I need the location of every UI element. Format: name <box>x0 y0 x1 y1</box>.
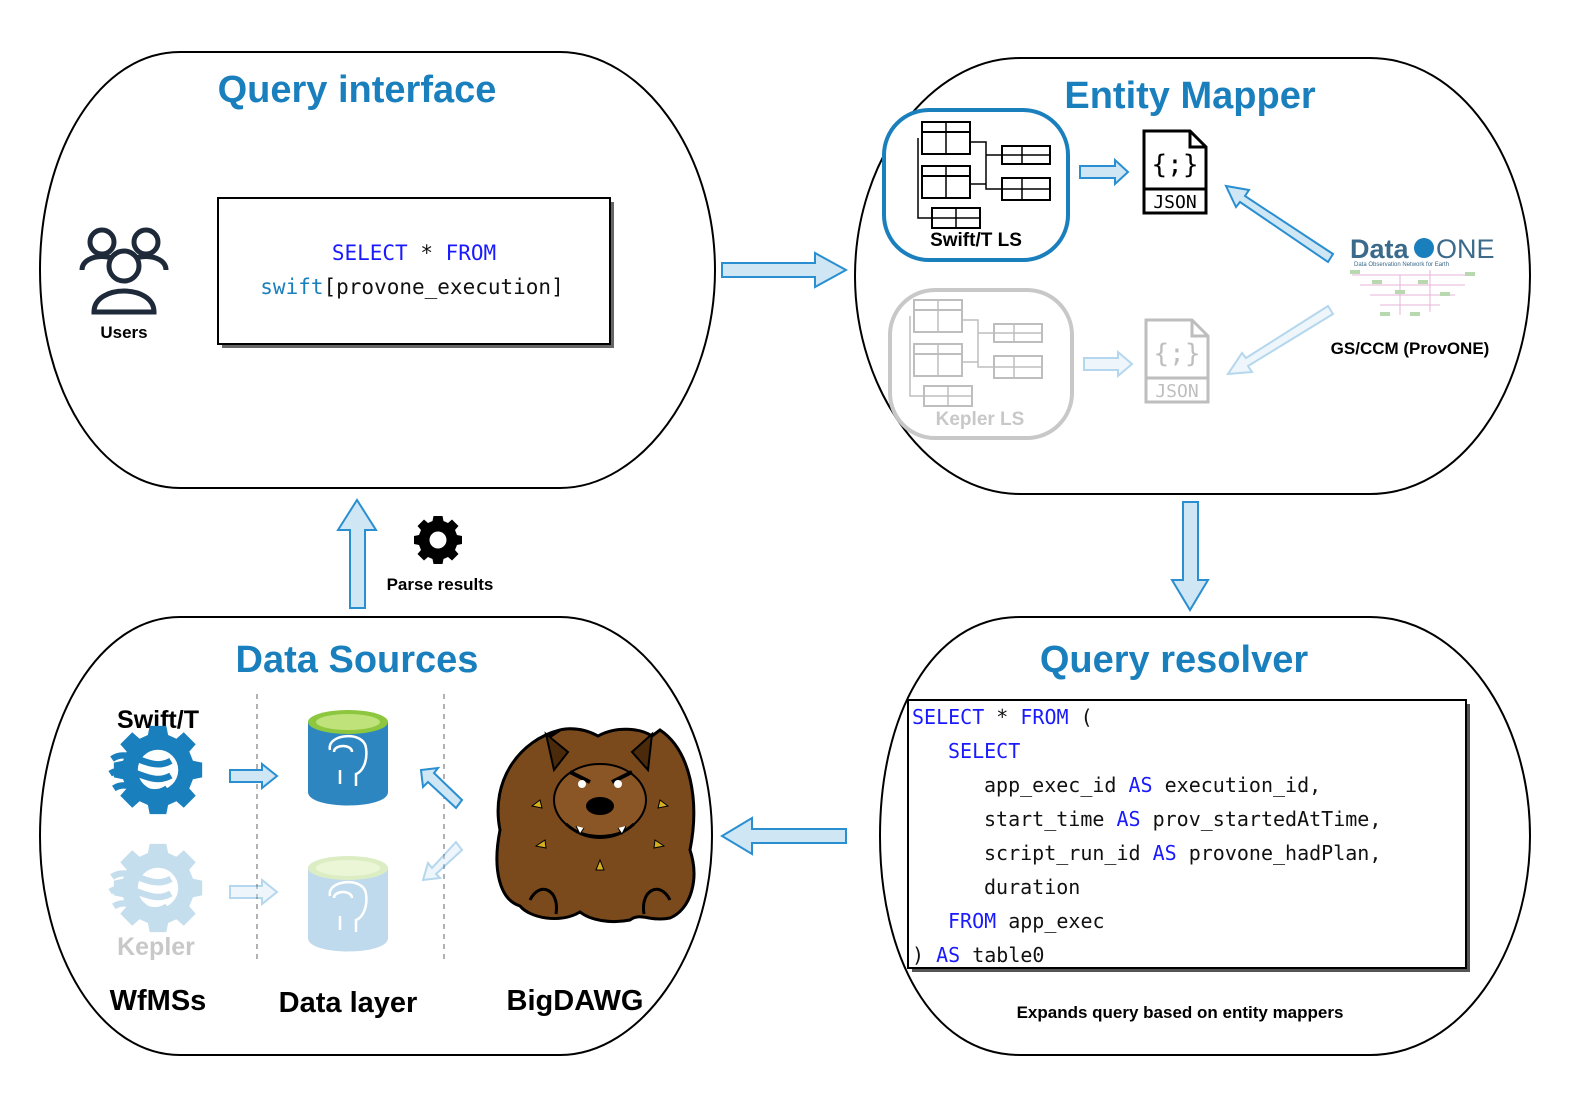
sql-keyword: AS <box>1153 841 1177 865</box>
query-interface-title: Query interface <box>218 69 497 111</box>
query-line-1: SELECT * FROM <box>332 241 496 265</box>
sql-operator: * <box>984 705 1020 729</box>
sql-keyword: SELECT <box>948 739 1020 763</box>
sql-column: script_run_id <box>984 841 1153 865</box>
sql-column: duration <box>984 875 1080 899</box>
resolver-sql: SELECT * FROM ( SELECT app_exec_id AS ex… <box>912 705 1381 967</box>
sql-alias: execution_id, <box>1153 773 1322 797</box>
sql-keyword: AS <box>1116 807 1140 831</box>
sql-keyword: AS <box>1129 773 1153 797</box>
arrow-kepler-to-json <box>1083 349 1134 379</box>
dataone-brand-a: Data <box>1350 234 1410 264</box>
sql-column: start_time <box>984 807 1116 831</box>
users-label: Users <box>100 323 147 342</box>
arrow-swift-to-datalayer <box>229 761 279 791</box>
arrow-to-query-resolver <box>1170 501 1210 612</box>
json-glyph: {;} <box>1152 150 1199 180</box>
sql-paren: ) <box>912 943 936 967</box>
arrow-bigdawg-to-postgres <box>419 766 464 810</box>
resolver-caption: Expands query based on entity mappers <box>1017 1003 1344 1022</box>
sql-alias: prov_startedAtTime, <box>1141 807 1382 831</box>
swift-gear-icon <box>108 725 203 815</box>
json-label: JSON <box>1155 381 1198 402</box>
parse-results-label: Parse results <box>387 575 494 594</box>
sql-line: duration <box>984 875 1080 899</box>
arrow-to-data-sources <box>720 816 847 856</box>
arrow-bigdawg-to-postgres-faded <box>421 840 464 882</box>
dataone-brand-b: ONE <box>1436 234 1495 264</box>
sql-column: app_exec_id <box>984 773 1129 797</box>
json-label: JSON <box>1153 192 1196 213</box>
arrow-dataone-to-kepler-json <box>1226 304 1335 376</box>
postgres-cylinder-icon <box>308 856 388 952</box>
kepler-ls-label: Kepler LS <box>936 409 1025 430</box>
kepler-gear-icon <box>108 843 203 933</box>
sql-line: SELECT * FROM ( <box>912 705 1093 729</box>
json-glyph: {;} <box>1154 339 1201 369</box>
users-icon <box>79 227 169 315</box>
sql-keyword: AS <box>936 943 960 967</box>
sql-line: ) AS table0 <box>912 943 1044 967</box>
data-sources-title: Data Sources <box>236 639 479 681</box>
dataone-logo: Data ONE Data Observation Network for Ea… <box>1350 234 1495 316</box>
sql-keyword: FROM <box>446 241 497 265</box>
entity-mapper-title: Entity Mapper <box>1064 75 1315 117</box>
arrow-to-entity-mapper <box>721 251 849 289</box>
arrow-swift-to-json <box>1079 157 1130 187</box>
data-layer-label: Data layer <box>279 987 418 1019</box>
sql-line: start_time AS prov_startedAtTime, <box>984 807 1381 831</box>
json-file-icon: {;} JSON <box>1142 129 1208 215</box>
sql-keyword: SELECT <box>912 705 984 729</box>
gear-icon <box>414 516 462 564</box>
sql-line: script_run_id AS provone_hadPlan, <box>984 841 1381 865</box>
wfmss-label: WfMSs <box>110 985 207 1017</box>
arrow-kepler-to-datalayer <box>229 877 279 907</box>
dataone-tagline: Data Observation Network for Earth <box>1354 262 1449 268</box>
postgres-cylinder-icon <box>308 710 388 806</box>
data-sources-panel <box>38 616 714 1056</box>
query-box <box>217 197 611 345</box>
bigdawg-label: BigDAWG <box>507 985 644 1017</box>
json-file-icon: {;} JSON <box>1144 318 1210 404</box>
sql-paren: ( <box>1069 705 1093 729</box>
arrow-to-query-interface <box>336 498 378 609</box>
sql-table: app_exec <box>996 909 1104 933</box>
sql-keyword: FROM <box>1020 705 1068 729</box>
sql-alias: table0 <box>960 943 1044 967</box>
sql-keyword: SELECT <box>332 241 408 265</box>
query-line-2: swift[provone_execution] <box>260 275 563 299</box>
swift-ls-label: Swift/T LS <box>930 230 1022 251</box>
sql-operator: * <box>408 241 446 265</box>
sql-alias: provone_hadPlan, <box>1177 841 1382 865</box>
sql-line: FROM app_exec <box>948 909 1105 933</box>
query-resolver-title: Query resolver <box>1040 639 1308 681</box>
sql-line: SELECT <box>948 739 1020 763</box>
sql-keyword: FROM <box>948 909 996 933</box>
bigdawg-bulldog-image <box>495 727 696 924</box>
sql-function: swift <box>260 275 323 299</box>
gsccm-label: GS/CCM (ProvONE) <box>1331 339 1490 358</box>
sql-table: [provone_execution] <box>324 275 564 299</box>
kepler-label: Kepler <box>117 933 195 961</box>
sql-line: app_exec_id AS execution_id, <box>984 773 1321 797</box>
arrow-dataone-to-json <box>1224 184 1335 264</box>
resolver-sql-box <box>907 699 1467 969</box>
